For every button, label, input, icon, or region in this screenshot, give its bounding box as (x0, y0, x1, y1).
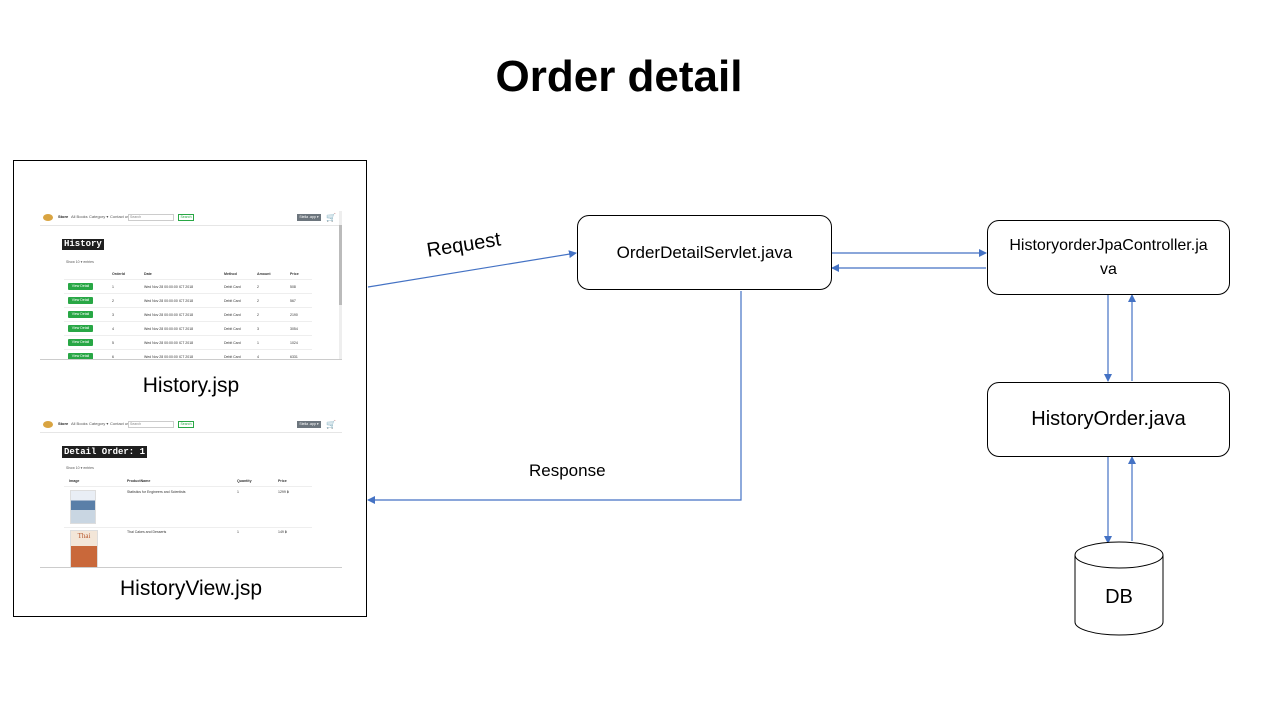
table-cell: Wed Nov 28 00:00:00 ICT 2018 (144, 285, 194, 289)
table-cell: 567 (290, 299, 296, 303)
table-cell: Debit Card (224, 355, 241, 359)
table-cell: 4 (257, 355, 259, 359)
table-cell: 1 (257, 341, 259, 345)
history-view-jsp-caption: HistoryView.jsp (120, 577, 262, 600)
row-divider (64, 293, 312, 294)
request-label: Request (425, 228, 503, 262)
product-name: Statistics for Engineers and Scientists (127, 490, 186, 494)
nav-category: Category ▾ (89, 421, 109, 426)
store-logo (43, 421, 53, 428)
mini-navbar: Store All Books Category ▾ Contact us Se… (40, 418, 342, 433)
row-divider (64, 321, 312, 322)
nav-category: Category ▾ (89, 214, 109, 219)
db-label: DB (1105, 586, 1133, 608)
mini-navbar: Store All Books Category ▾ Contact us Se… (40, 211, 342, 226)
table-cell: Wed Nov 28 00:00:00 ICT 2018 (144, 299, 194, 303)
product-qty: 1 (237, 530, 239, 534)
search-button: Search (178, 421, 194, 428)
col-price: Price (278, 479, 287, 483)
cart-icon: 🛒 (326, 420, 336, 429)
book-cover-title: Thai (77, 532, 91, 540)
history-heading: History (62, 239, 104, 250)
table-cell: 2 (257, 285, 259, 289)
view-detail-button[interactable]: View Detail (68, 311, 93, 318)
scrollbar (339, 211, 342, 359)
table-cell: 2 (257, 299, 259, 303)
product-qty: 1 (237, 490, 239, 494)
col-date: Date (144, 272, 152, 276)
product-price: 149 ฿ (278, 530, 288, 534)
table-cell: Debit Card (224, 313, 241, 317)
page-title: Order detail (495, 52, 743, 101)
view-detail-button[interactable]: View Detail (68, 353, 93, 359)
table-cell: 1024 (290, 341, 298, 345)
table-cell: 2 (112, 299, 114, 303)
detail-order-heading: Detail Order: 1 (62, 446, 148, 458)
row-divider (64, 335, 312, 336)
view-detail-button[interactable]: View Detail (68, 283, 93, 290)
col-amount: Amount (257, 272, 271, 276)
table-cell: Debit Card (224, 299, 241, 303)
view-detail-button[interactable]: View Detail (68, 325, 93, 332)
table-cell: Debit Card (224, 327, 241, 331)
col-method: Method (224, 272, 237, 276)
row-divider (64, 349, 312, 350)
product-name: Thai Cakes and Desserts (127, 530, 167, 534)
show-entries: Show 10 ▾ entries (66, 466, 94, 470)
servlet-node-label: OrderDetailServlet.java (616, 242, 793, 262)
product-price: 1299 ฿ (278, 490, 289, 494)
nav-brand: Store (58, 421, 69, 426)
table-cell: 1 (112, 285, 114, 289)
table-cell: 3 (112, 313, 114, 317)
search-input: Search (128, 214, 174, 221)
history-jsp-screenshot: Store All Books Category ▾ Contact us Se… (40, 211, 342, 360)
history-jsp-caption: History.jsp (142, 374, 240, 397)
table-cell: 5 (112, 341, 114, 345)
col-quantity: Quantity (237, 479, 252, 483)
cart-icon: 🛒 (326, 213, 336, 222)
nav-brand: Store (58, 214, 69, 219)
table-cell: 3 (257, 327, 259, 331)
view-detail-button[interactable]: View Detail (68, 297, 93, 304)
table-cell: Wed Nov 28 00:00:00 ICT 2018 (144, 355, 194, 359)
table-cell: Wed Nov 28 00:00:00 ICT 2018 (144, 313, 194, 317)
table-cell: Wed Nov 28 00:00:00 ICT 2018 (144, 341, 194, 345)
store-logo (43, 214, 53, 221)
user-menu: Stella .app ▾ (297, 214, 321, 221)
col-price: Price (290, 272, 299, 276)
table-cell: 3054 (290, 327, 298, 331)
user-menu: Stella .app ▾ (297, 421, 321, 428)
response-label: Response (529, 461, 606, 480)
col-product-name: ProductName (127, 479, 151, 483)
col-orderid: OrderId (112, 272, 125, 276)
row-divider (64, 307, 312, 308)
controller-node-label: HistoryorderJpaController.ja va (1009, 236, 1208, 278)
entity-node: HistoryOrder.java (987, 382, 1230, 457)
history-view-jsp-screenshot: Store All Books Category ▾ Contact us Se… (40, 418, 342, 568)
book-cover-image (70, 490, 96, 524)
nav-contact: Contact us (110, 214, 130, 219)
table-cell: Debit Card (224, 285, 241, 289)
view-detail-button[interactable]: View Detail (68, 339, 93, 346)
request-arrow (367, 250, 577, 288)
table-cell: 2 (257, 313, 259, 317)
table-cell: 2190 (290, 313, 298, 317)
nav-contact: Contact us (110, 421, 130, 426)
table-cell: 4 (112, 327, 114, 331)
table-cell: 6 (112, 355, 114, 359)
show-entries: Show 10 ▾ entries (66, 260, 94, 264)
nav-all-books: All Books (71, 421, 88, 426)
search-input: Search (128, 421, 174, 428)
entity-node-label: HistoryOrder.java (1031, 408, 1186, 430)
book-cover-image: Thai (70, 530, 98, 567)
table-cell: 508 (290, 285, 296, 289)
controller-node: HistoryorderJpaController.ja va (987, 220, 1230, 295)
table-cell: 6331 (290, 355, 298, 359)
table-cell: Wed Nov 28 00:00:00 ICT 2018 (144, 327, 194, 331)
nav-all-books: All Books (71, 214, 88, 219)
search-button: Search (178, 214, 194, 221)
servlet-node: OrderDetailServlet.java (577, 215, 832, 290)
table-cell: Debit Card (224, 341, 241, 345)
col-image: Image (69, 479, 80, 483)
